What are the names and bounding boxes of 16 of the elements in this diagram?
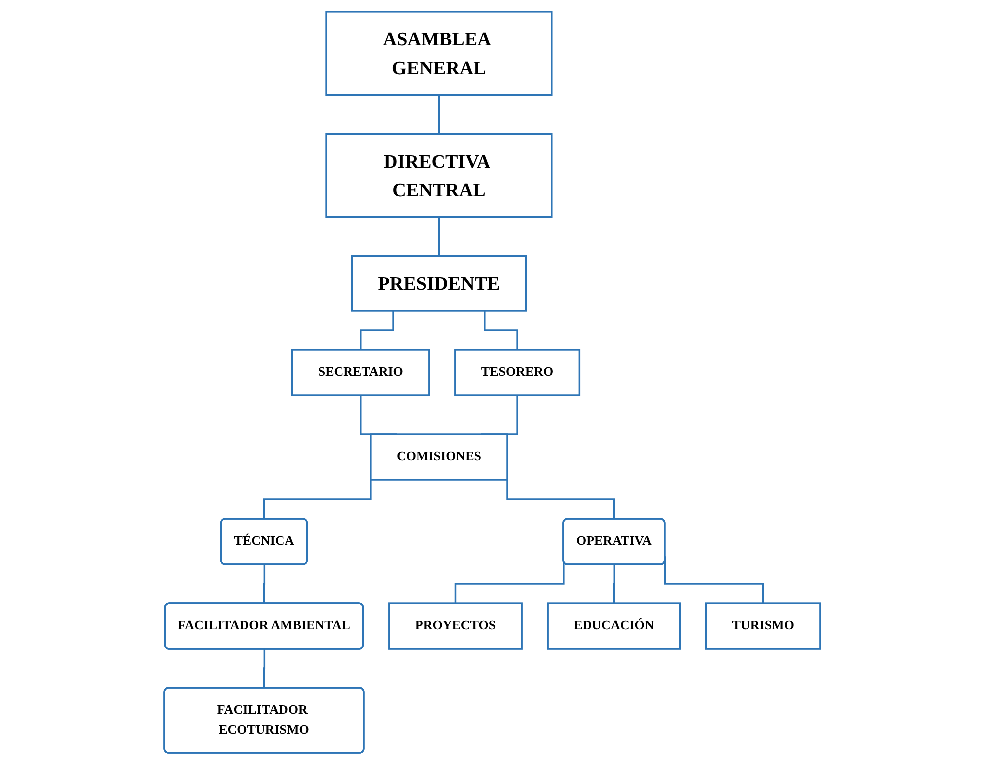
connector [360,310,394,351]
node-box: PRESIDENTE [351,256,528,312]
node-box: ASAMBLEA GENERAL [326,11,553,96]
connector [263,649,266,690]
node-box: PROYECTOS [388,602,523,650]
node-box: DIRECTIVA CENTRAL [326,133,553,218]
connector [438,217,440,258]
node-box: SECRETARIO [292,349,430,396]
connector [613,564,616,604]
node-box: COMISIONES [370,434,508,481]
connector [263,564,266,605]
node-box: EDUCACIÓN [547,602,682,650]
node-box: TESORERO [454,349,581,396]
node-box: TURISMO [705,602,822,650]
connector [438,95,440,136]
connector [484,310,518,351]
